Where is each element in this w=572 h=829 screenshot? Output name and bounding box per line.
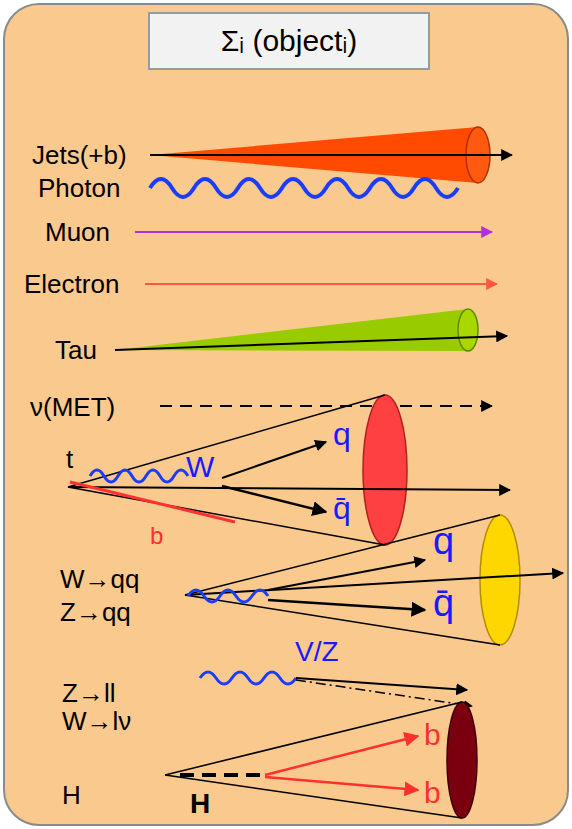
particle-symbol: H: [190, 790, 210, 818]
particle-symbol: V/Z: [295, 638, 339, 666]
particle-symbol: q̄: [333, 492, 351, 524]
object-label: Tau: [55, 337, 97, 363]
electron-line: [145, 283, 497, 285]
particle-symbol: b: [424, 720, 441, 750]
particle-symbol: b: [424, 720, 441, 750]
object-label: Photon: [38, 175, 120, 201]
object-label: Z→qq: [60, 599, 131, 625]
object-label: t: [66, 446, 73, 472]
title-box: Σᵢ (objectᵢ): [148, 12, 430, 70]
object-label: Jets(+b): [32, 142, 127, 168]
met-line: [160, 405, 492, 407]
object-label: Z→ll: [62, 680, 115, 706]
particle-symbol: q̄: [333, 492, 351, 524]
object-label: Z→qq: [60, 599, 131, 625]
object-label: Tau: [55, 337, 97, 363]
particle-symbol: b: [424, 778, 441, 808]
particle-symbol: q: [433, 522, 454, 560]
particle-symbol: q: [333, 418, 351, 450]
particle-symbol: b: [424, 778, 441, 808]
object-label: Jets(+b): [32, 142, 127, 168]
object-label: Muon: [45, 219, 110, 245]
particle-symbol: H: [190, 790, 210, 818]
particle-symbol: b: [150, 524, 163, 548]
object-label: Electron: [24, 271, 119, 297]
higgs-cone: [165, 702, 477, 818]
tau-cone: [115, 309, 507, 351]
particle-symbol: W: [186, 452, 214, 482]
particle-symbol: q̄: [433, 584, 454, 622]
particle-symbol: q: [433, 522, 454, 560]
background-panel: [4, 4, 568, 825]
particle-symbol: q̄: [433, 584, 454, 622]
particle-symbol: V/Z: [295, 638, 339, 666]
photon-wave: [150, 179, 458, 197]
object-label: Electron: [24, 271, 119, 297]
object-label: ν(MET): [30, 394, 115, 420]
boson-lepton-lines: [200, 672, 472, 706]
jet-cone: [150, 127, 512, 183]
particle-symbol: W: [186, 452, 214, 482]
particle-symbol: b: [150, 524, 163, 548]
object-label: Muon: [45, 219, 110, 245]
object-label: W→lν: [62, 708, 131, 734]
object-label: ν(MET): [30, 394, 115, 420]
object-label: W→qq: [60, 566, 139, 592]
object-label: t: [66, 446, 73, 472]
object-label: W→lν: [62, 708, 131, 734]
object-label: H: [62, 782, 81, 808]
muon-line: [135, 231, 492, 233]
object-label: Z→ll: [62, 680, 115, 706]
object-label: W→qq: [60, 566, 139, 592]
boson-jet-cone: [185, 515, 563, 645]
object-label: Photon: [38, 175, 120, 201]
title-text: Σᵢ (objectᵢ): [221, 26, 357, 56]
particle-symbol: q: [333, 418, 351, 450]
object-label: H: [62, 782, 81, 808]
